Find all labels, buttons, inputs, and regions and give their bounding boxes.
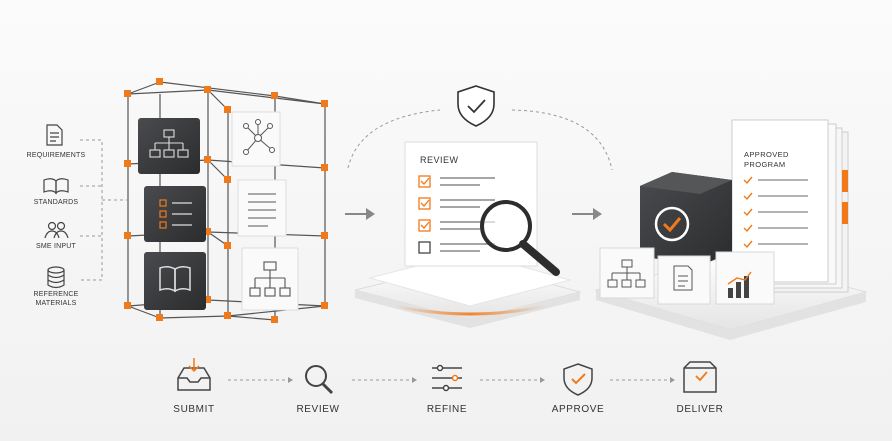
database-icon [48, 267, 64, 288]
input-label-reference-materials: REFERENCE MATERIALS [21, 290, 91, 308]
document-icon [47, 125, 62, 145]
input-label-requirements: REQUIREMENTS [21, 151, 91, 160]
book-cube [144, 252, 206, 310]
hierarchy-cube [138, 118, 200, 174]
book-icon [44, 179, 68, 193]
approved-program-title: APPROVED PROGRAM [744, 150, 814, 170]
review-panel-title: REVIEW [420, 155, 459, 165]
box-icon [684, 362, 716, 392]
input-label-sme-input: SME INPUT [21, 242, 91, 251]
input-connectors [80, 140, 127, 280]
text-document-tile [238, 180, 286, 236]
sliders-icon [432, 366, 462, 391]
flowchart-tile [242, 248, 298, 310]
checklist-cube [144, 186, 206, 242]
step-label-approve: APPROVE [533, 404, 623, 415]
input-label-standards: STANDARDS [21, 198, 91, 207]
people-icon [45, 223, 68, 239]
arrow-to-approved [572, 208, 602, 220]
step-label-submit: SUBMIT [149, 404, 239, 415]
bar-chart-cube [716, 252, 774, 304]
shield-check-icon [458, 86, 494, 126]
inbox-icon [178, 358, 210, 390]
arrow-to-review [345, 208, 375, 220]
network-tile [232, 112, 280, 166]
step-label-refine: REFINE [402, 404, 492, 415]
report-cube [658, 256, 710, 304]
step-label-deliver: DELIVER [655, 404, 745, 415]
approve-shield-icon [564, 364, 592, 395]
step-label-review: REVIEW [273, 404, 363, 415]
org-chart-cube [600, 248, 654, 298]
magnifier-step-icon [306, 366, 332, 393]
